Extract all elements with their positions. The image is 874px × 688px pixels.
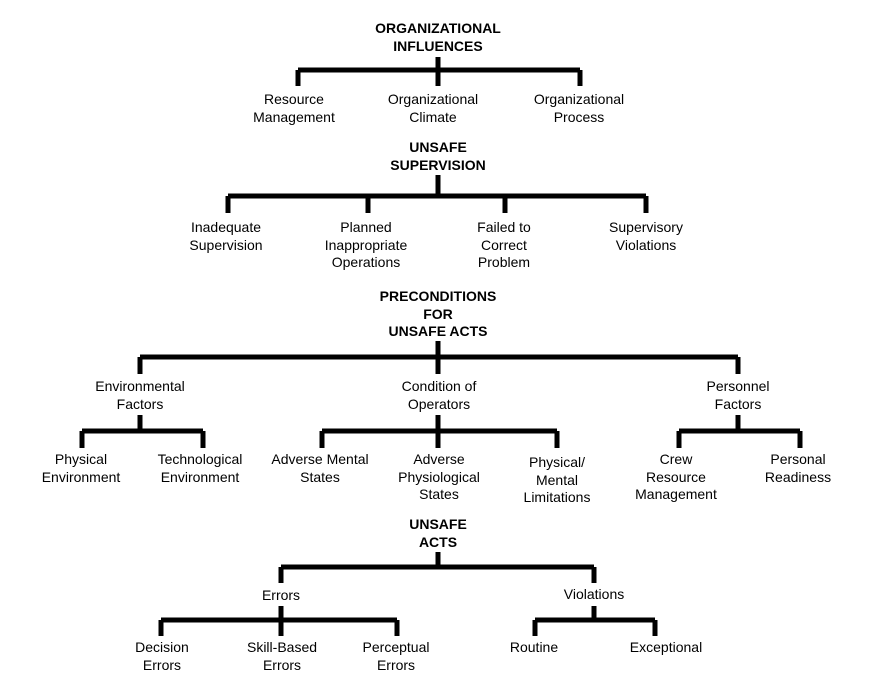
adverse-physiological-states-node: Adverse Physiological States — [398, 451, 480, 502]
inadequate-supervision-node: Inadequate Supervision — [189, 219, 263, 253]
skill-based-errors-node: Skill-Based Errors — [246, 639, 318, 673]
supervisory-violations-node: Supervisory Violations — [609, 219, 683, 253]
exceptional-node: Exceptional — [629, 639, 703, 655]
physical-mental-limitations-node: Physical/ Mental Limitations — [523, 454, 591, 505]
personal-readiness-node: Personal Readiness — [764, 451, 832, 485]
organizational-process-node: Organizational Process — [533, 91, 625, 125]
organizational-climate-node: Organizational Climate — [387, 91, 479, 125]
physical-environment-node: Physical Environment — [41, 451, 121, 485]
unsafe-acts-title: UNSAFE ACTS — [409, 516, 467, 550]
resource-management-node: Resource Management — [253, 91, 335, 125]
crew-resource-management-node: Crew Resource Management — [635, 451, 717, 502]
technological-environment-node: Technological Environment — [157, 451, 243, 485]
routine-node: Routine — [509, 639, 559, 655]
violations-node: Violations — [563, 586, 625, 602]
perceptual-errors-node: Perceptual Errors — [362, 639, 430, 673]
environmental-factors-node: Environmental Factors — [95, 378, 185, 412]
failed-to-correct-problem-node: Failed to Correct Problem — [477, 219, 531, 270]
unsafe-supervision-title: UNSAFE SUPERVISION — [390, 139, 486, 173]
preconditions-title: PRECONDITIONS FOR UNSAFE ACTS — [379, 288, 497, 339]
adverse-mental-states-node: Adverse Mental States — [271, 451, 369, 485]
organizational-influences-title: ORGANIZATIONAL INFLUENCES — [375, 20, 501, 54]
planned-inappropriate-operations-node: Planned Inappropriate Operations — [324, 219, 408, 270]
errors-node: Errors — [261, 587, 301, 603]
condition-of-operators-node: Condition of Operators — [401, 378, 477, 412]
decision-errors-node: Decision Errors — [135, 639, 189, 673]
personnel-factors-node: Personnel Factors — [706, 378, 770, 412]
